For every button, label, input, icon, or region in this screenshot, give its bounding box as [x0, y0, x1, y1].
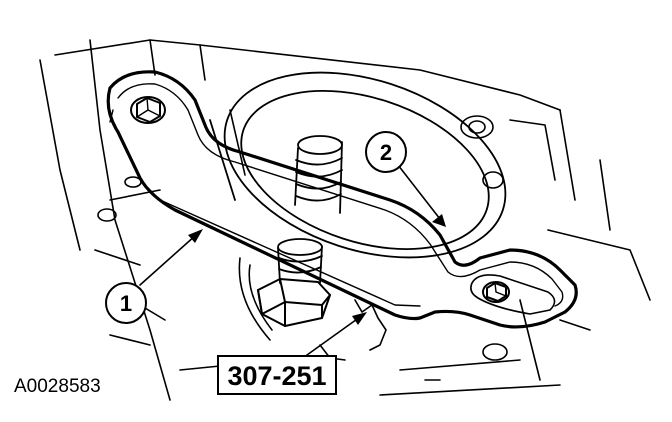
- remover-bridge-tool: [106, 70, 578, 329]
- callout-2: 2: [365, 131, 407, 173]
- threaded-rod-upper: [294, 135, 343, 214]
- callout-1: 1: [105, 282, 147, 324]
- housing-outline: [39, 39, 651, 401]
- callout-1-number: 1: [120, 291, 132, 316]
- arrowhead-1: [188, 229, 203, 243]
- callout-2-number: 2: [380, 140, 392, 165]
- tool-number-box: 307-251: [217, 355, 337, 395]
- figure-id-label: A0028583: [14, 376, 101, 397]
- leader-line-tool: [299, 316, 361, 361]
- spline-hub: [238, 257, 387, 361]
- arrowheads: [188, 214, 446, 325]
- arrowhead-tool: [352, 312, 367, 325]
- hex-nut: [257, 278, 331, 327]
- seal-bore: [209, 71, 507, 259]
- leader-lines: [139, 164, 441, 361]
- arrowhead-2: [432, 214, 446, 227]
- leader-line-1: [139, 234, 197, 286]
- leader-line-2: [397, 164, 441, 220]
- threaded-rod-lower: [277, 238, 323, 284]
- tool-number-label: 307-251: [227, 361, 326, 391]
